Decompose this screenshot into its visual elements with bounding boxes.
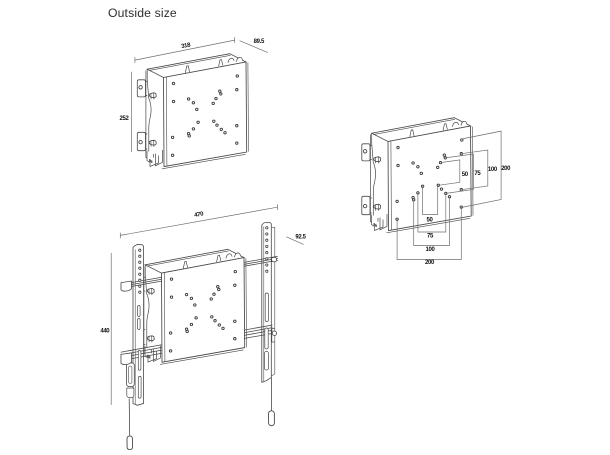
svg-text:50: 50 [427,218,434,224]
svg-text:92.5: 92.5 [295,235,306,241]
svg-text:75: 75 [474,171,481,177]
svg-text:89.5: 89.5 [254,39,265,45]
svg-text:75: 75 [427,234,434,240]
svg-text:470: 470 [194,211,205,219]
svg-text:252: 252 [120,116,130,122]
svg-text:440: 440 [100,329,110,335]
svg-text:200: 200 [501,166,511,172]
svg-text:318: 318 [181,42,192,50]
svg-text:100: 100 [488,167,498,173]
svg-text:100: 100 [426,247,436,253]
svg-text:200: 200 [425,260,435,266]
svg-text:50: 50 [462,172,469,178]
svg-text:Outside size: Outside size [108,6,177,20]
